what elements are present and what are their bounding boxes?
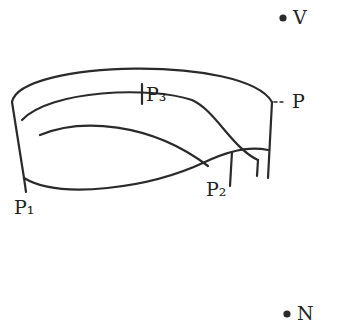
point-label: V xyxy=(293,8,307,27)
strip-edge xyxy=(24,149,268,190)
fiber-line xyxy=(141,84,143,104)
point-label: P₁ xyxy=(14,198,34,217)
point-dot xyxy=(285,312,290,317)
point-label: P₃ xyxy=(146,85,166,104)
strip-edge xyxy=(268,102,272,178)
point-label: N xyxy=(297,304,314,323)
point-label: P₂ xyxy=(206,180,226,199)
strip-edge xyxy=(22,92,258,160)
fiber-line xyxy=(230,152,232,186)
fiber-line xyxy=(24,178,26,192)
point-dot xyxy=(281,16,286,21)
point-label: P xyxy=(292,92,305,111)
leader-line xyxy=(274,101,286,103)
strip-edge xyxy=(12,102,24,178)
fiber-line xyxy=(257,160,258,176)
strip-edge xyxy=(40,126,208,166)
